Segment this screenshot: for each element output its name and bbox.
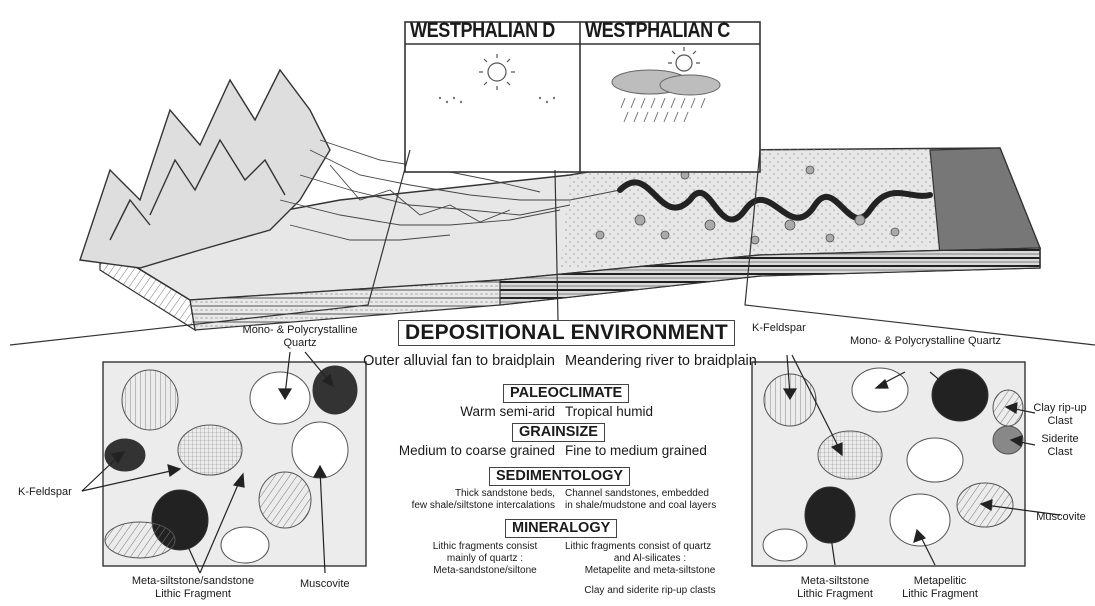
paleoclimate-right: Tropical humid [565, 404, 653, 419]
left-label-meta-2: Lithic Fragment [118, 588, 268, 601]
left-label-kfeldspar: K-Feldspar [18, 486, 72, 499]
right-label-kfeldspar: K-Feldspar [752, 322, 806, 335]
climate-panels [405, 22, 760, 172]
mineralogy-right-2: and Al-silicates : [565, 553, 735, 565]
depositional-left: Outer alluvial fan to braidplain [363, 353, 555, 369]
period-westphalian-c: WESTPHALIAN C [585, 19, 730, 43]
left-label-meta-1: Meta-siltstone/sandstone [118, 575, 268, 588]
right-label-clay-2: Clast [1030, 415, 1090, 428]
sedimentology-right-2: in shale/mudstone and coal layers [565, 500, 716, 512]
mineralogy-right-1: Lithic fragments consist of quartz [565, 541, 711, 553]
paleoclimate-left: Warm semi-arid [460, 404, 555, 419]
sedimentology-left-1: Thick sandstone beds, [455, 488, 555, 500]
depositional-right: Meandering river to braidplain [565, 353, 757, 369]
mineralogy-left-3: Meta-sandstone/siltone [430, 565, 540, 577]
left-label-quartz-2: Quartz [235, 337, 365, 350]
right-label-meta-1: Meta-siltstone [780, 575, 890, 588]
right-label-clay-1: Clay rip-up [1030, 402, 1090, 415]
left-label-muscovite: Muscovite [300, 578, 350, 591]
mineralogy-left-2: mainly of quartz : [430, 553, 540, 565]
right-label-siderite-1: Siderite [1030, 433, 1090, 446]
grainsize-left: Medium to coarse grained [399, 443, 555, 458]
sedimentology-title: SEDIMENTOLOGY [489, 467, 630, 486]
right-label-meta-2: Lithic Fragment [780, 588, 890, 601]
right-label-siderite-2: Clast [1030, 446, 1090, 459]
grainsize-right: Fine to medium grained [565, 443, 707, 458]
grainsize-title: GRAINSIZE [512, 423, 605, 442]
depositional-environment-title: DEPOSITIONAL ENVIRONMENT [398, 320, 735, 346]
sedimentology-right-1: Channel sandstones, embedded [565, 488, 709, 500]
left-label-quartz-1: Mono- & Polycrystalline [235, 324, 365, 337]
right-label-quartz: Mono- & Polycrystalline Quartz [850, 335, 1001, 348]
mineralogy-title: MINERALOGY [505, 519, 617, 538]
mineralogy-right-4: Clay and siderite rip-up clasts [565, 585, 735, 597]
period-westphalian-d: WESTPHALIAN D [410, 19, 555, 43]
right-label-metapel-1: Metapelitic [885, 575, 995, 588]
thin-section-left [103, 362, 366, 566]
right-label-muscovite: Muscovite [1030, 511, 1092, 524]
right-label-metapel-2: Lithic Fragment [885, 588, 995, 601]
mineralogy-left-1: Lithic fragments consist [430, 541, 540, 553]
sedimentology-left-2: few shale/siltstone intercalations [412, 500, 555, 512]
paleoclimate-title: PALEOCLIMATE [503, 384, 629, 403]
mineralogy-right-3: Metapelite and meta-siltstone [565, 565, 735, 577]
